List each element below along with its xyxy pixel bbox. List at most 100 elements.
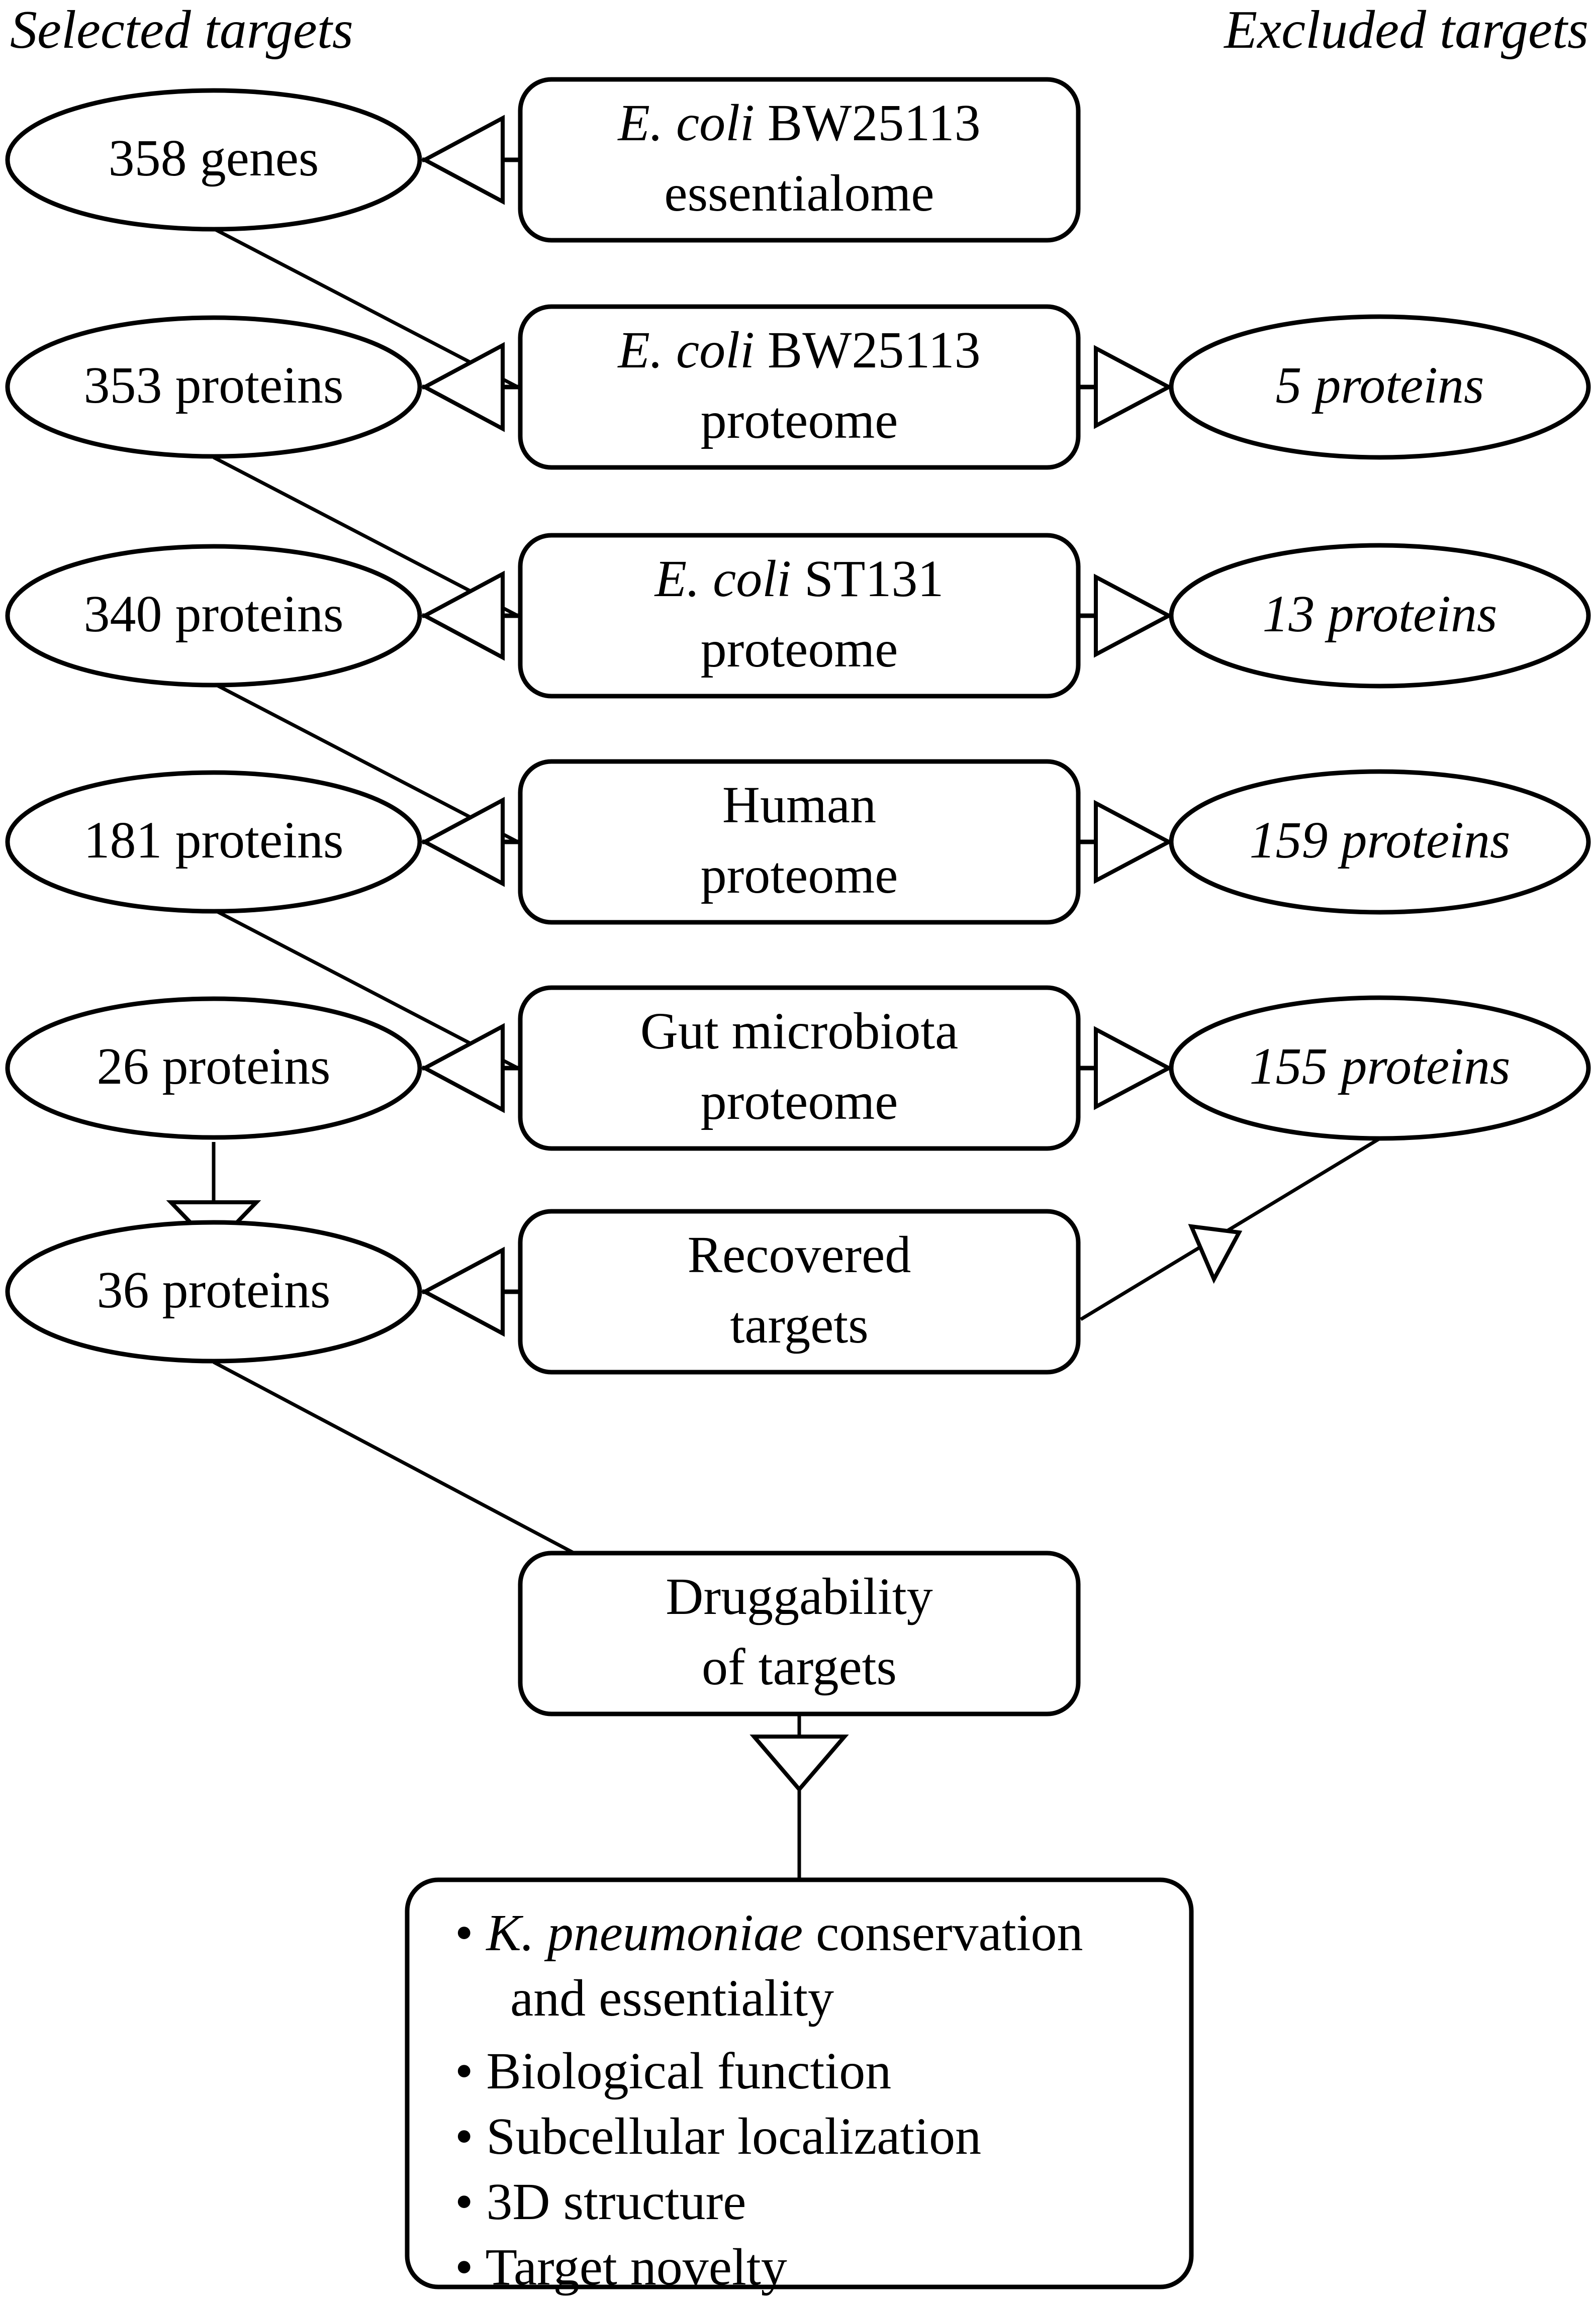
label-26-proteins: 26 proteins: [97, 1037, 330, 1095]
box-druggability[interactable]: [518, 1551, 1081, 1716]
node-358-genes[interactable]: 358 genes: [5, 88, 422, 232]
label-353-proteins: 353 proteins: [83, 356, 343, 414]
edge-155-to-recovered: [1080, 1137, 1381, 1321]
arrow-right-5: [1094, 345, 1173, 429]
label-340-proteins: 340 proteins: [83, 585, 343, 643]
ellipse-26-proteins[interactable]: [5, 996, 422, 1140]
arrow-left-36: [420, 1247, 505, 1337]
edge-181-to-gut: [213, 908, 519, 1070]
ellipse-13-proteins[interactable]: [1169, 543, 1591, 689]
box-st131[interactable]: [518, 533, 1081, 699]
node-box-essentialome[interactable]: E. coli BW25113 essentialome: [518, 77, 1081, 243]
box-gut-line1: Gut microbiota: [640, 1002, 959, 1060]
edge-353-to-st131: [213, 455, 519, 618]
box-gut-line2: proteome: [701, 1073, 898, 1130]
criteria-roman-3: Subcellular localization: [486, 2108, 981, 2165]
label-36-proteins: 36 proteins: [97, 1261, 330, 1319]
node-box-bw-proteome[interactable]: E. coli BW25113 proteome: [518, 304, 1081, 470]
ellipse-5-proteins[interactable]: [1169, 314, 1591, 460]
node-159-proteins[interactable]: 159 proteins: [1169, 769, 1591, 915]
arrow-down-criteria: [749, 1735, 849, 1793]
node-box-druggability[interactable]: Druggability of targets: [518, 1551, 1081, 1716]
criteria-roman-2: Biological function: [486, 2042, 891, 2100]
node-353-proteins[interactable]: 353 proteins: [5, 315, 422, 459]
arrow-left-26: [420, 1023, 505, 1113]
edge-358-to-bw-proteome: [213, 227, 519, 389]
edge-36-to-druggability: [213, 1360, 594, 1565]
header-excluded-targets: Excluded targets: [1223, 0, 1588, 60]
node-box-human[interactable]: Human proteome: [518, 759, 1081, 925]
selected-targets-column: 358 genes 353 proteins 340 proteins 181 …: [5, 88, 422, 1364]
box-human-line1: Human: [722, 776, 876, 834]
edge-340-to-human: [213, 682, 519, 844]
node-155-proteins[interactable]: 155 proteins: [1169, 995, 1591, 1141]
criteria-bullet-3: •: [455, 2108, 473, 2165]
box-human-line2: proteome: [701, 846, 898, 904]
node-181-proteins[interactable]: 181 proteins: [5, 770, 422, 914]
node-box-gut[interactable]: Gut microbiota proteome: [518, 985, 1081, 1151]
ellipse-36-proteins[interactable]: [5, 1220, 422, 1364]
criteria-item-4: • 3D structure: [455, 2173, 746, 2231]
label-358-genes: 358 genes: [109, 129, 319, 187]
ellipse-358-genes[interactable]: [5, 88, 422, 232]
criteria-italic-1: K. pneumoniae: [485, 1904, 803, 1962]
box-essentialome[interactable]: [518, 77, 1081, 243]
label-5-proteins: 5 proteins: [1275, 356, 1484, 414]
box-essentialome-line1-roman: BW25113: [755, 94, 981, 152]
box-st131-line1-roman: ST131: [791, 550, 944, 608]
arrow-left-353: [420, 342, 505, 432]
criteria-item-1: • K. pneumoniae conservation: [455, 1904, 1083, 1962]
criteria-bullet-5: •: [455, 2238, 473, 2296]
criteria-roman-4: 3D structure: [486, 2173, 746, 2231]
label-181-proteins: 181 proteins: [83, 811, 343, 869]
ellipse-159-proteins[interactable]: [1169, 769, 1591, 915]
label-13-proteins: 13 proteins: [1262, 585, 1497, 643]
arrow-left-340: [420, 570, 505, 661]
box-human[interactable]: [518, 759, 1081, 925]
ellipse-353-proteins[interactable]: [5, 315, 422, 459]
box-recovered-targets[interactable]: [518, 1209, 1081, 1375]
box-st131-line1-italic: E. coli: [654, 550, 791, 608]
box-druggability-line1: Druggability: [666, 1568, 932, 1625]
box-recovered-line1: Recovered: [688, 1226, 911, 1284]
node-13-proteins[interactable]: 13 proteins: [1169, 543, 1591, 689]
criteria-bullet-4: •: [455, 2173, 473, 2231]
arrow-right-13: [1094, 573, 1173, 658]
box-bw-proteome-line2: proteome: [701, 392, 898, 449]
arrow-diagonal-recovered: [1188, 1224, 1243, 1284]
criteria-item-2: • Biological function: [455, 2042, 891, 2100]
header-selected-targets: Selected targets: [10, 0, 353, 60]
box-essentialome-line1-italic: E. coli: [617, 94, 754, 152]
node-36-proteins[interactable]: 36 proteins: [5, 1220, 422, 1364]
box-gut-microbiota[interactable]: [518, 985, 1081, 1151]
ellipse-181-proteins[interactable]: [5, 770, 422, 914]
criteria-roman-1: conservation: [803, 1904, 1083, 1962]
box-bw-proteome-line1-italic: E. coli: [617, 321, 754, 379]
arrow-left-181: [420, 797, 505, 887]
node-26-proteins[interactable]: 26 proteins: [5, 996, 422, 1140]
box-druggability-line2: of targets: [702, 1638, 897, 1696]
criteria-item-1-cont: and essentiality: [510, 1969, 834, 2027]
box-st131-line1: E. coli ST131: [654, 550, 944, 608]
box-criteria[interactable]: [405, 1877, 1194, 2289]
arrow-left-358: [420, 115, 505, 205]
excluded-targets-column: 5 proteins 13 proteins 159 proteins 155 …: [1169, 314, 1591, 1141]
box-essentialome-line1: E. coli BW25113: [617, 94, 980, 152]
label-159-proteins: 159 proteins: [1249, 811, 1510, 869]
ellipse-340-proteins[interactable]: [5, 544, 422, 688]
criteria-bullet-2: •: [455, 2042, 473, 2100]
node-5-proteins[interactable]: 5 proteins: [1169, 314, 1591, 460]
node-box-recovered[interactable]: Recovered targets: [518, 1209, 1081, 1375]
label-155-proteins: 155 proteins: [1249, 1037, 1510, 1095]
box-bw-proteome-line1-roman: BW25113: [755, 321, 981, 379]
node-340-proteins[interactable]: 340 proteins: [5, 544, 422, 688]
node-box-criteria[interactable]: • K. pneumoniae conservation and essenti…: [405, 1877, 1194, 2296]
node-box-st131[interactable]: E. coli ST131 proteome: [518, 533, 1081, 699]
box-bw-proteome-line1: E. coli BW25113: [617, 321, 980, 379]
box-bw-proteome[interactable]: [518, 304, 1081, 470]
criteria-item-5: • Target novelty: [455, 2238, 787, 2296]
arrow-right-155: [1094, 1026, 1173, 1110]
ellipse-155-proteins[interactable]: [1169, 995, 1591, 1141]
criteria-item-3: • Subcellular localization: [455, 2108, 981, 2165]
